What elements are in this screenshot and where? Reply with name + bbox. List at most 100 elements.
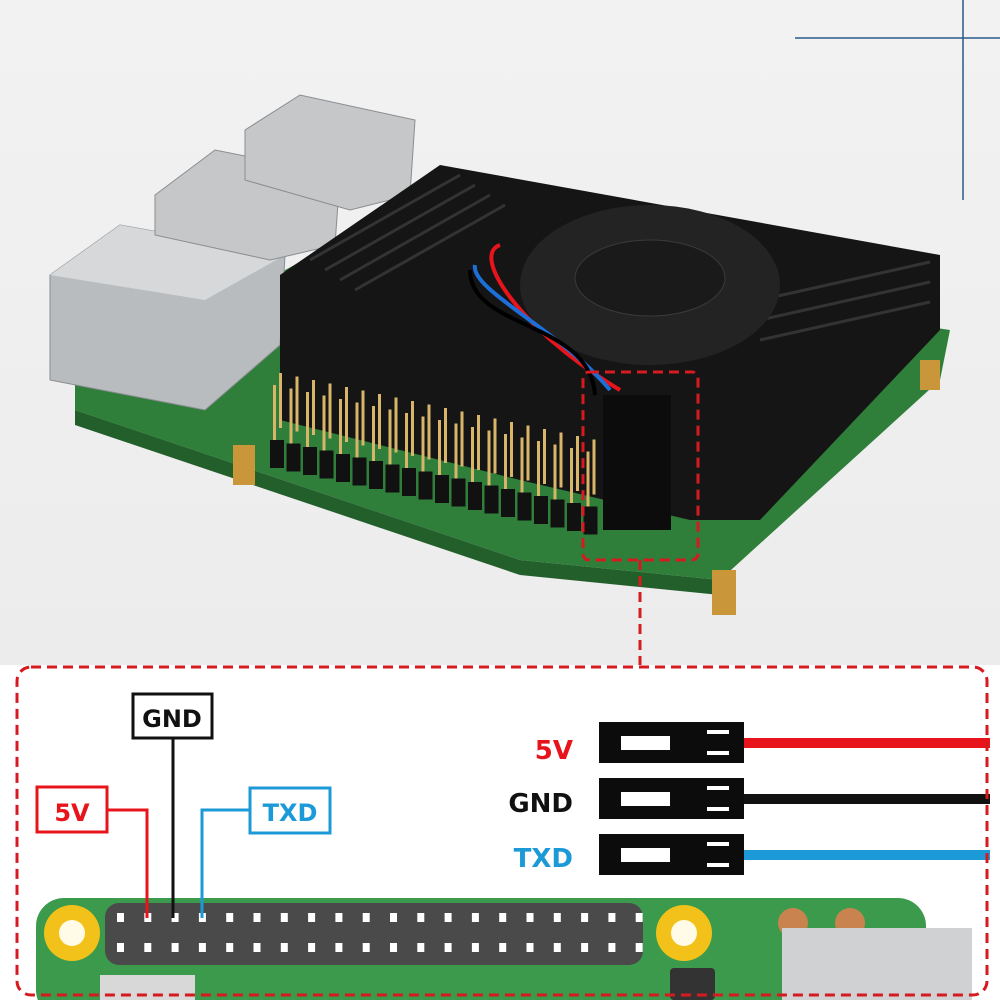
- header-housing: [583, 506, 598, 535]
- connector-label-txd: TXD: [514, 844, 573, 874]
- header-pin: [471, 427, 474, 482]
- header-pin: [553, 943, 561, 952]
- header-pin: [608, 913, 616, 922]
- header-housing: [270, 440, 284, 468]
- header-housing: [369, 461, 383, 489]
- header-pin: [171, 943, 179, 952]
- detail-frame: [15, 665, 989, 997]
- connector-label-5v: 5V: [535, 736, 573, 766]
- header-housing: [517, 492, 532, 521]
- header-pin: [308, 943, 316, 952]
- header-pin: [586, 451, 590, 507]
- header-pin: [553, 913, 561, 922]
- header-pin: [635, 913, 643, 922]
- header-pin: [477, 415, 480, 470]
- header-pin: [198, 943, 206, 952]
- header-housing: [319, 450, 334, 479]
- header-pin: [312, 380, 315, 435]
- header-pin: [390, 943, 397, 952]
- header-pin: [427, 404, 431, 460]
- header-pin: [471, 913, 479, 922]
- header-pin: [273, 385, 276, 440]
- header-pin: [581, 943, 589, 952]
- header-housing: [286, 443, 301, 472]
- connector-gnd: GND: [508, 778, 990, 819]
- gnd-pin-label: GND: [142, 705, 202, 733]
- header-housing: [385, 464, 400, 493]
- header-pin: [279, 373, 282, 428]
- header-pin: [438, 420, 441, 475]
- header-housing: [468, 482, 482, 510]
- fan-hub: [574, 239, 726, 317]
- header-pin: [526, 943, 534, 952]
- header-pin: [394, 397, 398, 453]
- header-pin: [289, 388, 293, 444]
- header-pin: [454, 423, 458, 479]
- header-pin: [526, 425, 530, 481]
- connector-label-gnd: GND: [508, 789, 573, 819]
- standoff: [233, 445, 255, 485]
- header-pin: [411, 401, 414, 456]
- header-pin: [253, 913, 261, 922]
- 5v-label-box: [35, 785, 109, 834]
- header-housing: [336, 454, 350, 482]
- fan-wire-blue: [472, 264, 612, 392]
- header-pin: [295, 376, 299, 432]
- 5v-pin-label: 5V: [54, 799, 90, 827]
- header-pin: [405, 413, 408, 468]
- header-pin: [280, 943, 288, 952]
- wire-5v: [744, 738, 990, 748]
- header-pin: [417, 913, 425, 922]
- header-pin: [388, 409, 392, 465]
- wire-txd: [744, 850, 990, 860]
- header-pin: [280, 913, 288, 922]
- header-pin: [460, 411, 464, 467]
- header-pin: [543, 429, 546, 484]
- header-pin: [421, 416, 425, 472]
- header-pin: [570, 448, 573, 503]
- header-pin: [510, 422, 513, 477]
- header-pin: [444, 943, 452, 952]
- header-pin: [226, 943, 234, 952]
- header-pin: [362, 913, 370, 922]
- header-pin: [306, 392, 309, 447]
- standoff: [920, 360, 940, 390]
- header-pin: [444, 408, 447, 463]
- header-pin: [493, 418, 497, 474]
- header-housing: [451, 478, 466, 507]
- highlight-box: [581, 370, 700, 562]
- connector-5v: 5V: [535, 722, 990, 766]
- header-pin: [335, 913, 343, 922]
- wire-gnd: [744, 794, 990, 804]
- header-pin: [171, 913, 179, 922]
- header-pin: [328, 383, 332, 439]
- header-pin: [253, 943, 261, 952]
- header-pin: [144, 943, 152, 952]
- header-pin: [417, 943, 425, 952]
- header-pin: [592, 439, 596, 495]
- header-pin: [559, 432, 563, 488]
- board-detail: [36, 898, 972, 1000]
- header-pin: [226, 913, 234, 922]
- 5v-leader-line: [107, 808, 149, 918]
- header-pin: [608, 943, 616, 952]
- header-housing: [418, 471, 433, 500]
- header-pin: [499, 913, 507, 922]
- header-pin: [390, 913, 397, 922]
- header-pin: [504, 434, 507, 489]
- header-pin: [308, 913, 316, 922]
- header-pin: [362, 943, 370, 952]
- txd-leader-line: [200, 808, 250, 918]
- fan-connector: [603, 395, 671, 530]
- gpio-header: [105, 903, 643, 965]
- gnd-label-box: [131, 692, 214, 740]
- txd-label-box: [248, 786, 332, 835]
- header-pin: [471, 943, 479, 952]
- header-pin: [553, 444, 557, 500]
- header-housing: [402, 468, 416, 496]
- header-pin: [581, 913, 589, 922]
- header-housing: [435, 475, 449, 503]
- header-pin: [526, 913, 534, 922]
